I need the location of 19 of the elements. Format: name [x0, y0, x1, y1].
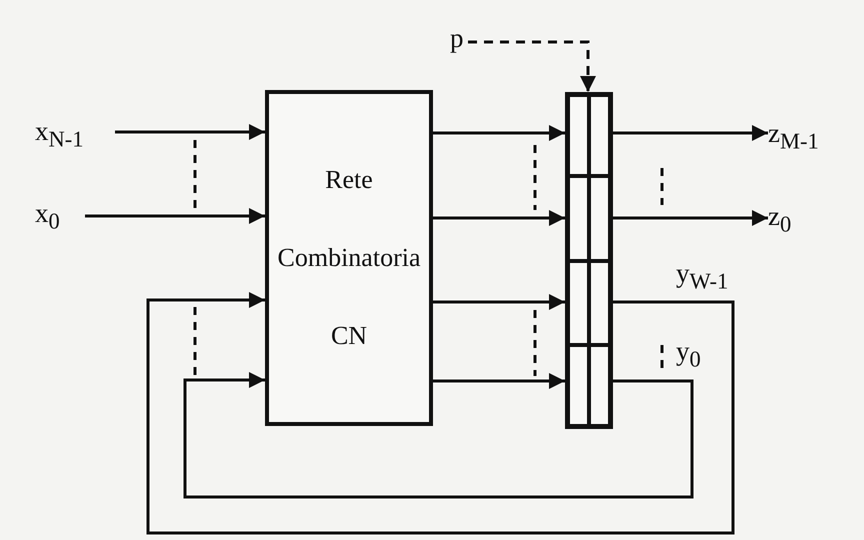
signal-arrow [613, 210, 768, 226]
register-box [565, 92, 613, 429]
signal-arrow [433, 125, 565, 141]
signal-label: z$_{M-1}$ [768, 120, 819, 153]
signal-arrow [146, 292, 734, 534]
signal-label: p [450, 25, 464, 52]
signal-arrow [85, 208, 265, 224]
signal-label: x$_{N-1}$ [35, 118, 84, 151]
box-title: Rete Combinatoria CN [278, 164, 420, 352]
combinational-network-box [265, 90, 433, 426]
signal-arrow [433, 210, 565, 226]
signal-label: x$_{0}$ [35, 200, 60, 233]
signal-label: z$_{0}$ [768, 203, 792, 236]
signal-arrow [433, 294, 565, 310]
signal-arrow [115, 124, 265, 140]
signal-arrow [613, 125, 768, 141]
signal-arrow [184, 372, 694, 498]
signal-arrow [433, 373, 565, 389]
signal-arrow [468, 40, 596, 92]
